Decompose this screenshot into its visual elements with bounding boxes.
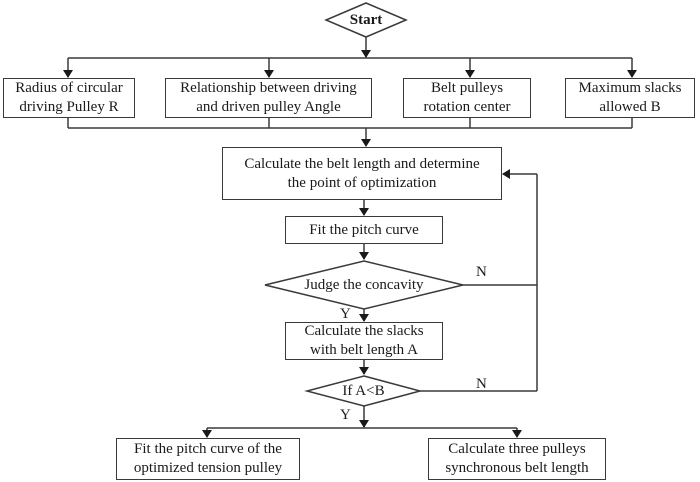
judge-yes-label: Y: [340, 306, 351, 322]
fit-pitch-box: Fit the pitch curve: [285, 216, 443, 244]
start-label: Start: [349, 11, 383, 28]
judge-label: Judge the concavity: [304, 276, 424, 293]
if-no-label: N: [476, 376, 487, 392]
judge-no-label: N: [476, 264, 487, 280]
if-yes-label: Y: [340, 407, 351, 423]
if-label: If A<B: [342, 382, 385, 399]
